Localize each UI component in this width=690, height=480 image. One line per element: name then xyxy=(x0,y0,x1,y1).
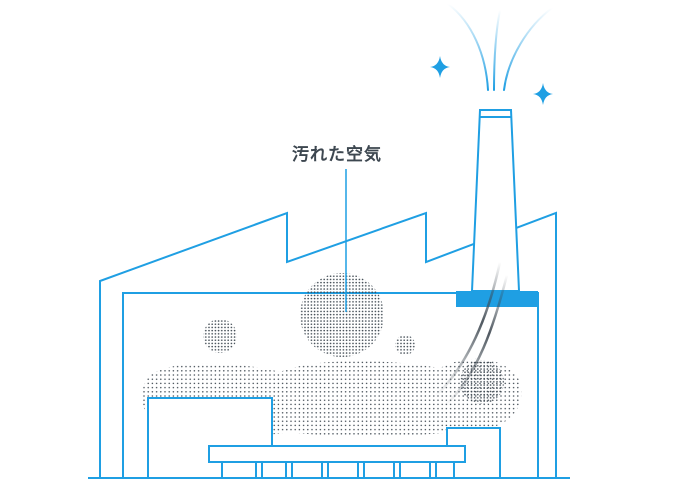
particle-cluster-tiny xyxy=(395,335,415,355)
factory-outline xyxy=(99,211,557,478)
air-flow-lines xyxy=(434,260,509,407)
particle-cluster-small xyxy=(203,319,237,353)
chimney xyxy=(470,109,521,292)
particle-cluster-large xyxy=(300,273,384,357)
machine-box-right xyxy=(446,427,501,479)
dirty-air-label: 汚れた空気 xyxy=(292,145,382,165)
chimney-intake-band xyxy=(456,291,538,307)
particle-cluster-right xyxy=(460,360,504,404)
sparkle-icon xyxy=(430,56,450,78)
conveyor-table xyxy=(208,445,466,463)
clean-steam xyxy=(447,3,553,91)
sparkle-icon xyxy=(533,83,553,105)
conveyor-legs xyxy=(221,461,455,479)
factory-machine xyxy=(147,397,501,479)
